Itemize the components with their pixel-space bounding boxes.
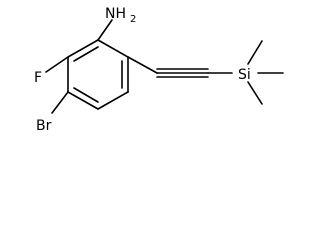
bromine-label: Br bbox=[36, 118, 52, 134]
ring-bond-c4-c5 bbox=[67, 91, 99, 110]
ring-bond-c6-c1 bbox=[67, 39, 99, 58]
fluorine-label: F bbox=[34, 70, 42, 86]
ring-double-bond-c4-c5 bbox=[73, 87, 99, 103]
amine-subscript-label: 2 bbox=[130, 14, 136, 25]
bond-ring-to-alkyne bbox=[127, 56, 158, 74]
trimethylsilyl-group bbox=[207, 40, 284, 105]
bond-si-methyl-up bbox=[247, 40, 263, 65]
structure-canvas: NH 2 F Br Si bbox=[34, 6, 284, 134]
silicon-label: Si bbox=[238, 67, 251, 83]
bond-si-methyl-down bbox=[247, 81, 263, 105]
bond-to-fluorine bbox=[45, 56, 69, 73]
ring-bond-c1-c2 bbox=[97, 39, 129, 58]
ring-bond-c3-c4 bbox=[97, 91, 129, 110]
bond-to-amine bbox=[97, 19, 113, 41]
alkyne-group bbox=[127, 56, 209, 78]
bond-to-bromine bbox=[51, 91, 69, 114]
molecule-drawing: NH 2 F Br Si bbox=[34, 6, 284, 134]
benzene-ring bbox=[67, 39, 129, 110]
amine-nitrogen-label: NH bbox=[105, 6, 126, 22]
ring-double-bond-c6-c1 bbox=[73, 46, 99, 62]
